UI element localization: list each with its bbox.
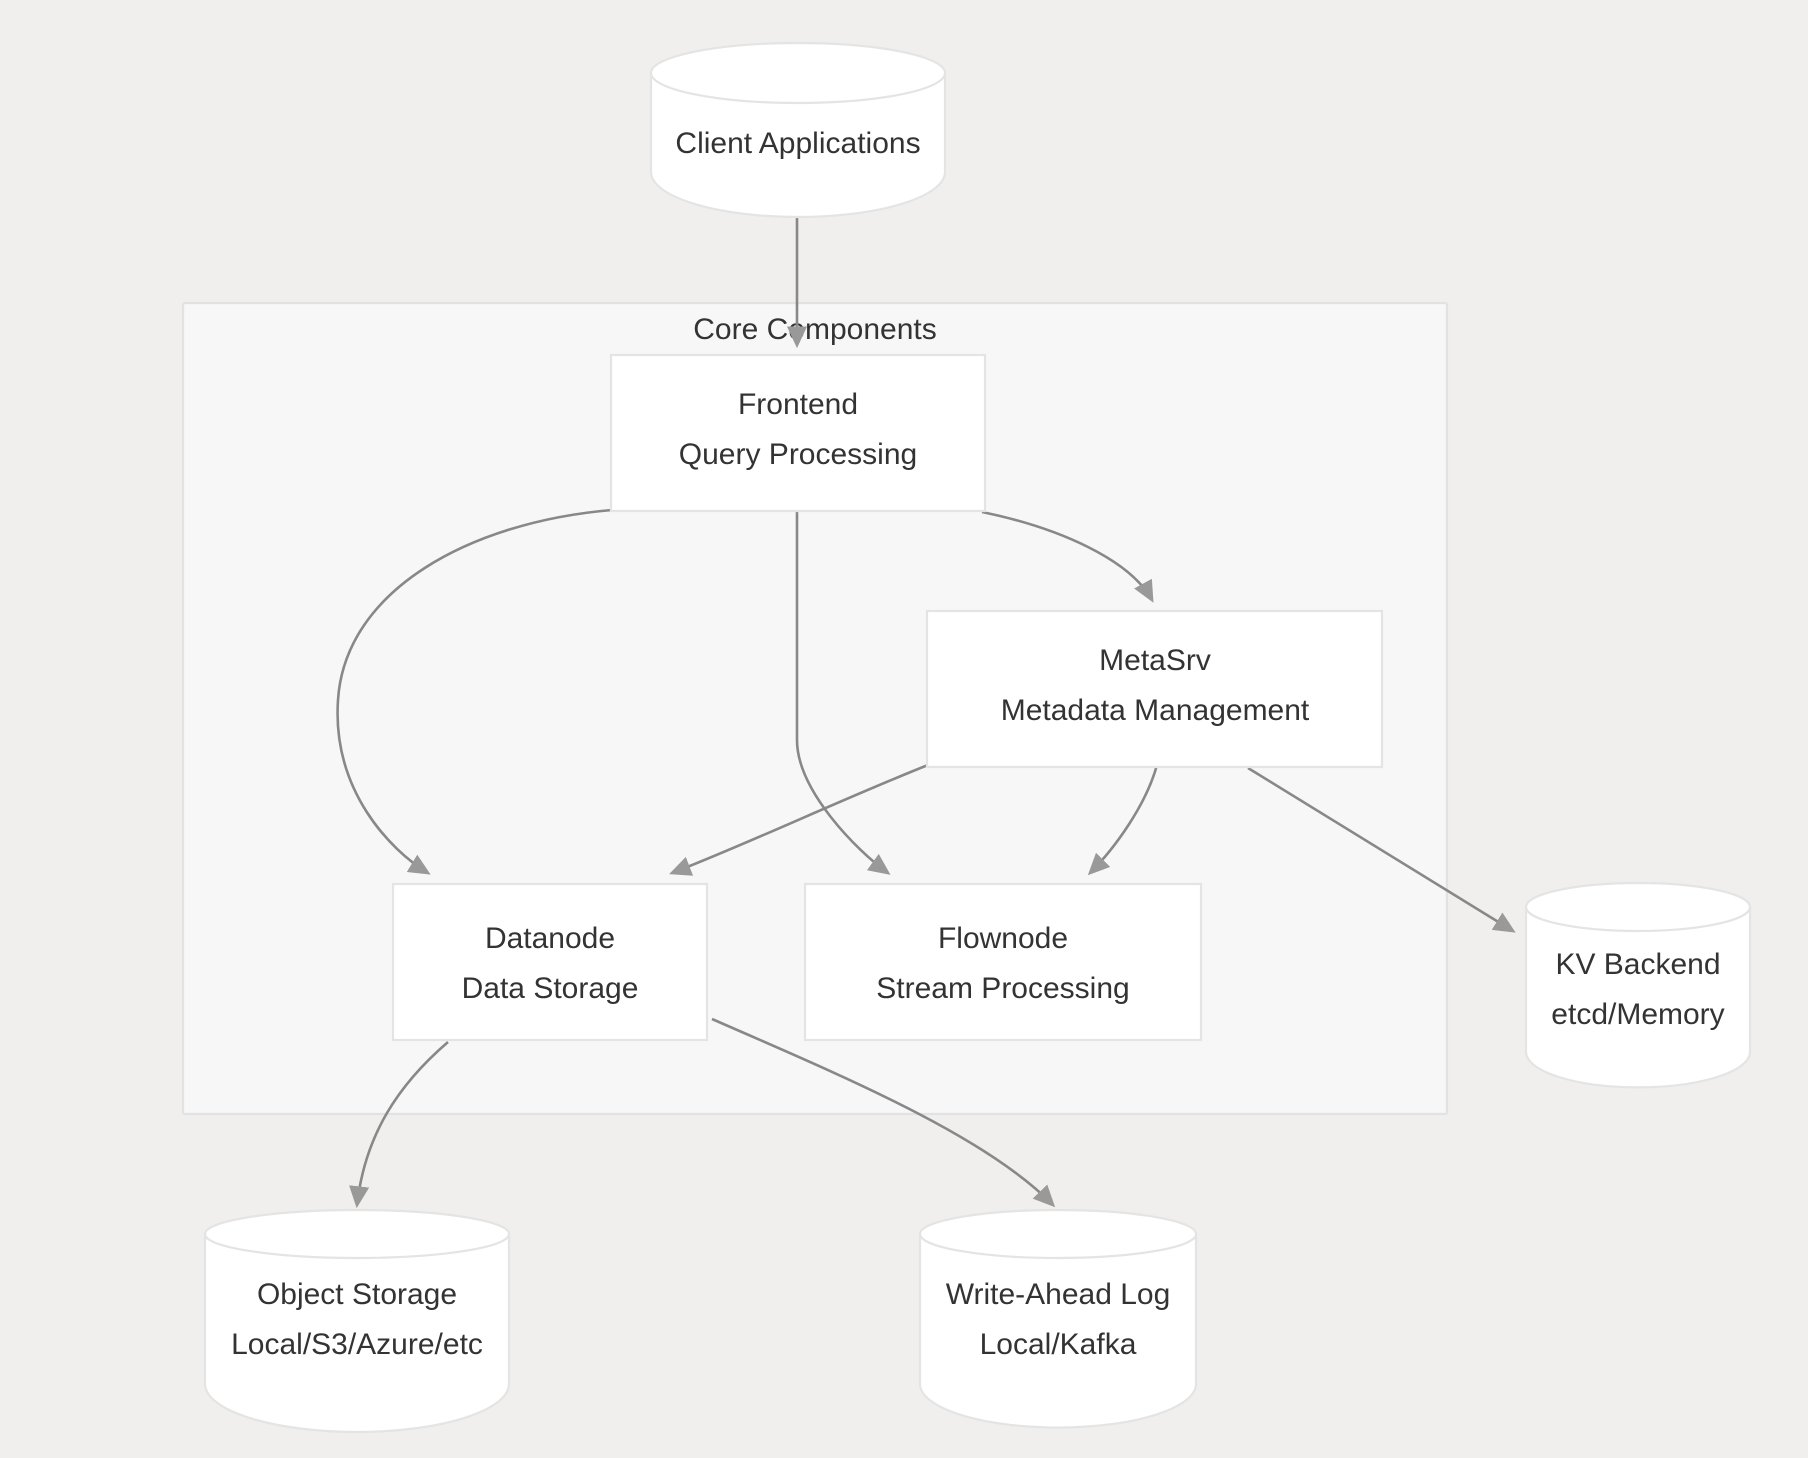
node-flownode-subtitle: Stream Processing (876, 972, 1129, 1005)
node-kv-backend[interactable]: KV Backend etcd/Memory (1524, 881, 1752, 1089)
node-flownode-title: Flownode (938, 922, 1068, 955)
node-frontend-subtitle: Query Processing (679, 438, 917, 471)
edge-metasrv-to-kvbackend (1247, 766, 1516, 933)
node-object-storage[interactable]: Object Storage Local/S3/Azure/etc (203, 1208, 511, 1434)
node-flownode[interactable]: Flownode Stream Processing (803, 882, 1203, 1042)
node-datanode[interactable]: Datanode Data Storage (391, 882, 709, 1042)
edge-datanode-to-wal (711, 1017, 1056, 1208)
node-kv-backend-subtitle: etcd/Memory (1551, 998, 1724, 1031)
node-metasrv-title: MetaSrv (1099, 644, 1211, 677)
node-metasrv[interactable]: MetaSrv Metadata Management (925, 609, 1384, 769)
node-write-ahead-log-title: Write-Ahead Log (946, 1278, 1171, 1311)
edge-frontend-to-metasrv (981, 510, 1154, 603)
node-client-applications-label: Client Applications (675, 127, 920, 160)
node-kv-backend-title: KV Backend (1555, 948, 1720, 981)
node-object-storage-title: Object Storage (257, 1278, 457, 1311)
node-object-storage-subtitle: Local/S3/Azure/etc (231, 1328, 483, 1361)
node-frontend[interactable]: Frontend Query Processing (609, 353, 987, 513)
edge-layer (336, 198, 1516, 1209)
node-metasrv-subtitle: Metadata Management (1001, 694, 1310, 727)
node-client-applications[interactable]: Client Applications (649, 41, 947, 219)
edge-frontend-to-datanode (336, 508, 613, 875)
node-datanode-title: Datanode (485, 922, 615, 955)
cluster-label: Core Components (693, 313, 936, 346)
node-write-ahead-log-subtitle: Local/Kafka (980, 1328, 1137, 1361)
node-datanode-subtitle: Data Storage (462, 972, 639, 1005)
edge-metasrv-to-flownode (1087, 764, 1159, 876)
node-write-ahead-log[interactable]: Write-Ahead Log Local/Kafka (918, 1208, 1198, 1429)
edge-datanode-to-objectstorage (349, 1041, 449, 1209)
edge-frontend-to-flownode (795, 512, 891, 875)
edge-metasrv-to-datanode (669, 763, 929, 876)
node-frontend-title: Frontend (738, 388, 858, 421)
